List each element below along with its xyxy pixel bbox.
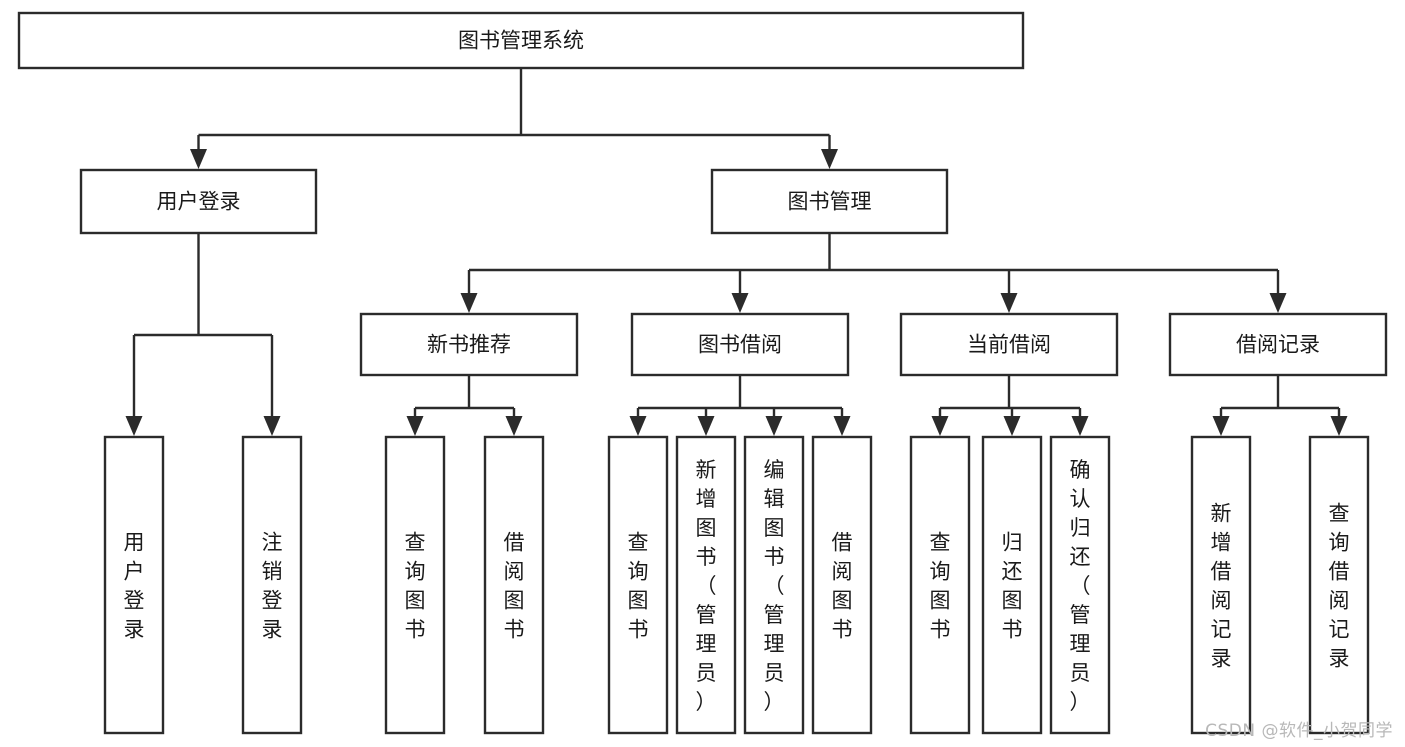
connector-lines [125,68,1348,436]
node-leaf-borrow-book-recommend-box[interactable] [483,435,545,735]
arrow-head-icon-leaf-confirm-return [1071,416,1089,436]
node-borrow-record[interactable]: 借阅记录 [1168,312,1388,377]
node-leaf-query-borrow-record-label: 查询借阅记录 [1329,502,1350,671]
node-borrow-record-label: 借阅记录 [1236,333,1320,357]
node-leaf-add-book[interactable]: 新增图书（管理员） [675,435,737,735]
csdn-watermark: CSDN @软件_小贺同学 [1205,721,1393,741]
node-new-book-recommend-label: 新书推荐 [427,333,511,357]
node-leaf-edit-book-label: 编辑图书（管理员） [764,458,785,714]
node-user-login-label: 用户登录 [157,190,241,214]
node-user-login[interactable]: 用户登录 [79,168,318,235]
arrow-head-icon-leaf-query-borrow-record [1330,416,1348,436]
arrow-head-icon-leaf-add-book [697,416,715,436]
node-current-borrow[interactable]: 当前借阅 [899,312,1119,377]
arrow-head-icon-book-borrow [731,293,749,313]
node-leaf-return-book[interactable]: 归还图书 [981,435,1043,735]
arrow-head-icon-leaf-logout [263,416,281,436]
node-leaf-query-borrow-record-box[interactable] [1308,435,1370,735]
node-new-book-recommend[interactable]: 新书推荐 [359,312,579,377]
node-user-login-box[interactable] [79,168,318,235]
node-leaf-borrow-book-recommend-label: 借阅图书 [504,531,525,642]
arrow-head-icon-leaf-user-login [125,416,143,436]
arrow-head-icon-book-management [821,149,838,169]
node-current-borrow-box[interactable] [899,312,1119,377]
node-leaf-logout-box[interactable] [241,435,303,735]
node-leaf-logout[interactable]: 注销登录 [241,435,303,735]
node-leaf-logout-label: 注销登录 [262,531,283,642]
arrow-head-icon-user-login [190,149,207,169]
node-leaf-add-book-label: 新增图书（管理员） [696,458,717,714]
node-leaf-query-book-recommend-box[interactable] [384,435,446,735]
node-leaf-user-login-box[interactable] [103,435,165,735]
node-book-borrow-label: 图书借阅 [698,333,782,357]
node-book-management[interactable]: 图书管理 [710,168,949,235]
arrow-head-icon-leaf-query-book-recommend [406,416,424,436]
node-leaf-query-book-borrow[interactable]: 查询图书 [607,435,669,735]
node-leaf-query-borrow-record[interactable]: 查询借阅记录 [1308,435,1370,735]
arrow-head-icon-leaf-borrow-book-recommend [505,416,523,436]
node-root-box[interactable] [17,11,1025,70]
node-leaf-add-borrow-record-label: 新增借阅记录 [1211,502,1232,671]
node-leaf-return-book-box[interactable] [981,435,1043,735]
node-leaf-user-login-label: 用户登录 [124,531,145,642]
arrow-head-icon-new-book-recommend [460,293,478,313]
arrow-head-icon-borrow-record [1269,293,1287,313]
node-root[interactable]: 图书管理系统 [17,11,1025,70]
node-leaf-borrow-book[interactable]: 借阅图书 [811,435,873,735]
node-leaf-query-book-borrow-box[interactable] [607,435,669,735]
node-leaf-borrow-book-label: 借阅图书 [832,531,853,642]
arrow-head-icon-current-borrow [1000,293,1018,313]
arrow-head-icon-leaf-return-book [1003,416,1021,436]
node-new-book-recommend-box[interactable] [359,312,579,377]
node-root-label: 图书管理系统 [458,29,584,53]
node-leaf-borrow-book-box[interactable] [811,435,873,735]
node-leaf-query-book-recommend[interactable]: 查询图书 [384,435,446,735]
node-leaf-add-book-box[interactable] [675,435,737,735]
arrow-head-icon-leaf-add-borrow-record [1212,416,1230,436]
arrow-head-icon-leaf-query-book-current [931,416,949,436]
node-boxes: 图书管理系统用户登录图书管理新书推荐图书借阅当前借阅借阅记录用户登录注销登录查询… [17,11,1388,735]
arrow-head-icon-leaf-query-book-borrow [629,416,647,436]
node-book-borrow-box[interactable] [630,312,850,377]
node-leaf-query-book-current-box[interactable] [909,435,971,735]
node-leaf-add-borrow-record-box[interactable] [1190,435,1252,735]
node-leaf-return-book-label: 归还图书 [1002,531,1023,642]
node-leaf-confirm-return-label: 确认归还（管理员） [1070,458,1091,714]
node-current-borrow-label: 当前借阅 [967,333,1051,357]
arrow-head-icon-leaf-borrow-book [833,416,851,436]
node-leaf-add-borrow-record[interactable]: 新增借阅记录 [1190,435,1252,735]
node-leaf-query-book-current-label: 查询图书 [930,531,951,642]
node-leaf-edit-book[interactable]: 编辑图书（管理员） [743,435,805,735]
node-leaf-query-book-recommend-label: 查询图书 [405,531,426,642]
node-leaf-confirm-return-box[interactable] [1049,435,1111,735]
node-leaf-query-book-current[interactable]: 查询图书 [909,435,971,735]
node-book-management-label: 图书管理 [788,190,872,214]
node-leaf-user-login[interactable]: 用户登录 [103,435,165,735]
node-book-management-box[interactable] [710,168,949,235]
node-borrow-record-box[interactable] [1168,312,1388,377]
node-book-borrow[interactable]: 图书借阅 [630,312,850,377]
arrow-head-icon-leaf-edit-book [765,416,783,436]
node-leaf-confirm-return[interactable]: 确认归还（管理员） [1049,435,1111,735]
node-leaf-borrow-book-recommend[interactable]: 借阅图书 [483,435,545,735]
node-leaf-edit-book-box[interactable] [743,435,805,735]
node-leaf-query-book-borrow-label: 查询图书 [628,531,649,642]
